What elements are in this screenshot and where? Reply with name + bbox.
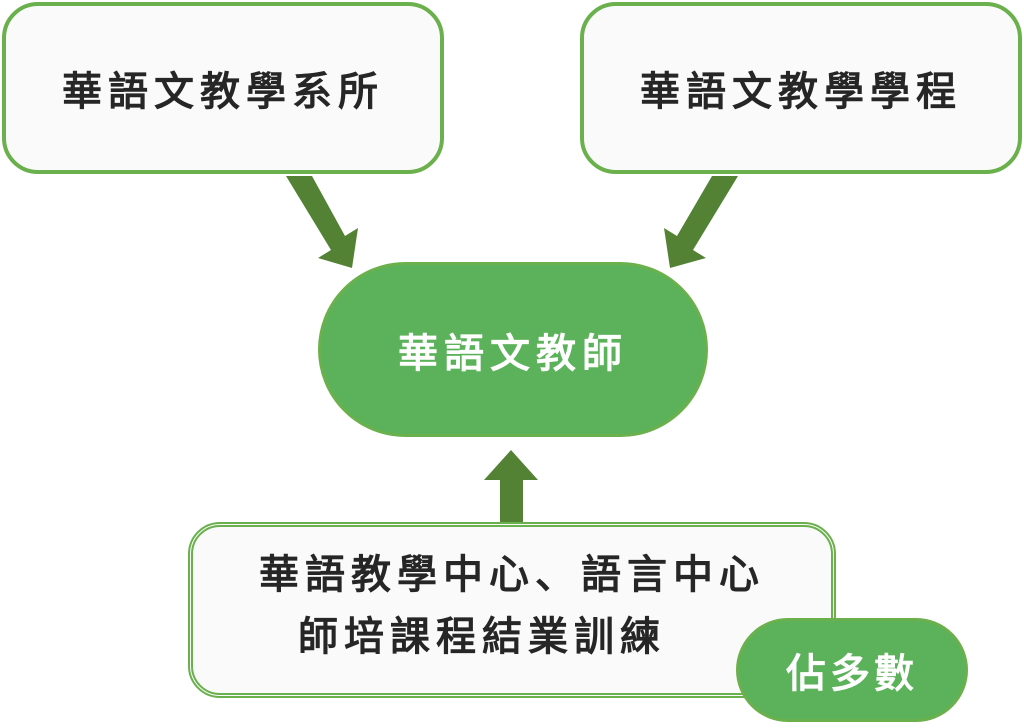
node-label: 華語文教學系所 — [62, 69, 384, 115]
arrow-top-right-to-center — [664, 176, 738, 268]
node-training-centers: 華語教學中心、語言中心 師培課程結業訓練 — [188, 522, 836, 698]
node-chinese-teaching-department: 華語文教學系所 — [2, 2, 444, 174]
node-label-line1: 華語教學中心、語言中心 — [259, 552, 765, 598]
node-chinese-teaching-program: 華語文教學學程 — [580, 2, 1022, 174]
node-label-line2: 師培課程結業訓練 — [298, 614, 666, 660]
badge-label: 佔多數 — [786, 651, 918, 697]
arrow-top-left-to-center — [286, 176, 358, 268]
node-chinese-teacher: 華語文教師 — [318, 262, 708, 437]
node-label: 華語文教學學程 — [640, 69, 962, 115]
arrow-bottom-to-center — [484, 450, 538, 522]
node-label: 華語文教師 — [398, 330, 628, 377]
majority-badge: 佔多數 — [736, 618, 968, 722]
